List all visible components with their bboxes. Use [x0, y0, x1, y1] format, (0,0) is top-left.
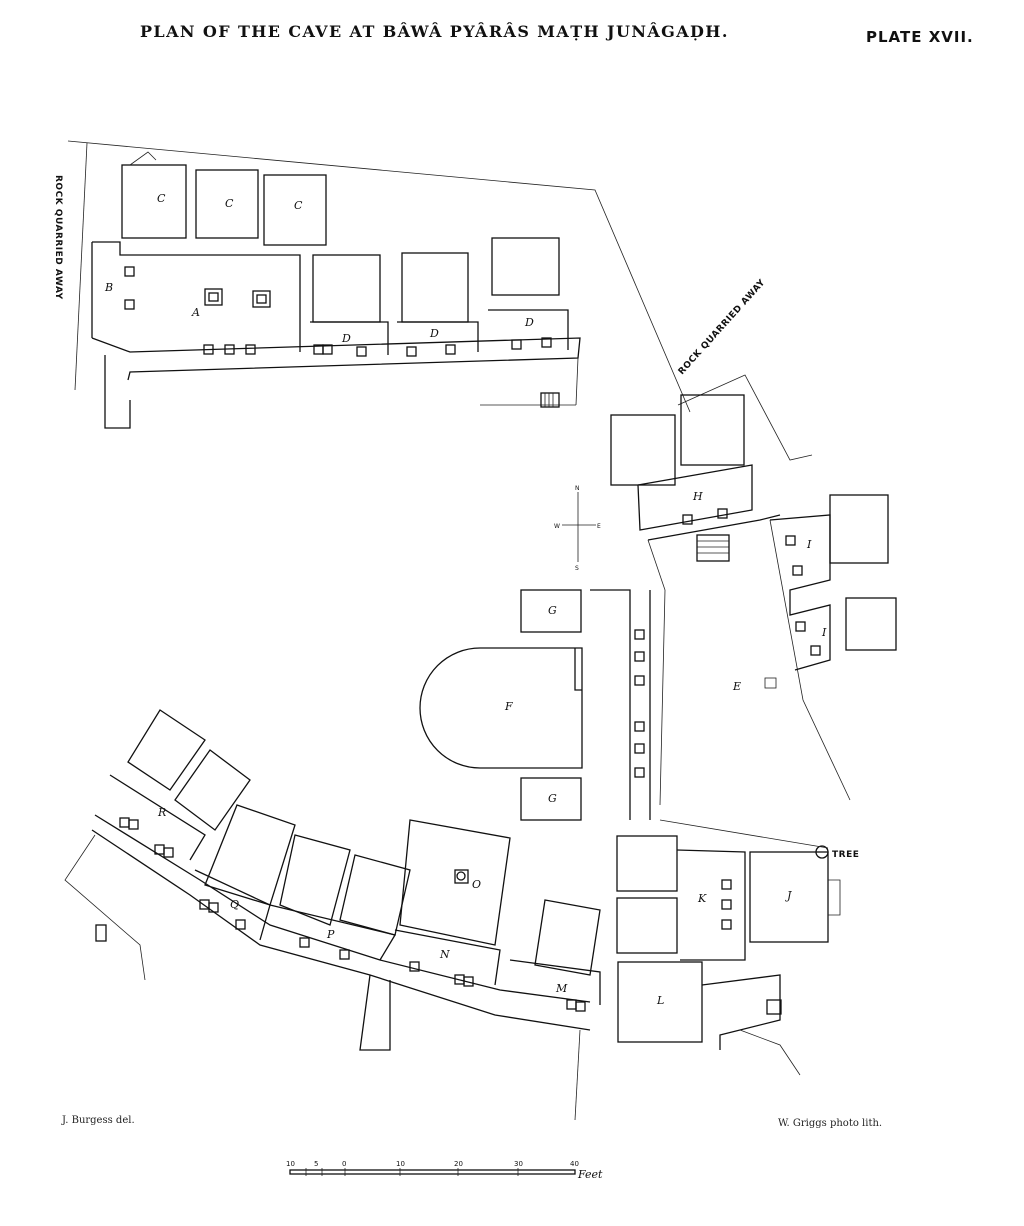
scale-tick-4: 10 [396, 1160, 405, 1168]
scale-tick-2: 5 [314, 1160, 318, 1168]
compass-s: S [575, 565, 579, 572]
chaitya-f [419, 589, 651, 821]
cells-c [121, 151, 327, 246]
label-k: K [697, 892, 707, 905]
credit-right: W. Griggs photo lith. [778, 1118, 883, 1129]
label-c2: C [225, 197, 234, 210]
label-i2: I [821, 626, 827, 639]
label-j: J [785, 889, 792, 902]
compass-n: N [575, 485, 580, 492]
compass-e: E [597, 523, 601, 530]
label-m: M [555, 982, 568, 995]
scale-unit: Feet [577, 1168, 603, 1181]
plate-title: PLAN OF THE CAVE AT BÂWÂ PYÂRÂS MAṬH JUN… [140, 22, 729, 41]
rock-quarried-note-right: ROCK QUARRIED AWAY [677, 278, 768, 377]
label-d2: D [429, 327, 439, 340]
hall-a [91, 241, 301, 355]
scale-bar: 10 5 0 10 20 30 40 Feet [286, 1160, 603, 1181]
label-q: Q [230, 898, 239, 911]
plate-number: PLATE XVII. [866, 28, 974, 46]
label-g1: G [548, 604, 557, 617]
label-c1: C [157, 192, 166, 205]
label-f: F [504, 700, 513, 713]
label-g2: G [548, 792, 557, 805]
compass-w: W [554, 523, 560, 530]
tree-label: TREE [832, 850, 859, 860]
label-d1: D [341, 332, 351, 345]
scale-tick-5: 20 [454, 1160, 463, 1168]
room-labels: C C C B A D D D H I I G G F E K J L M N … [104, 192, 827, 1007]
south-range [64, 709, 601, 1121]
label-o: O [472, 878, 481, 891]
label-n: N [439, 948, 450, 961]
label-r: R [157, 806, 166, 819]
compass-rose: N S E W [554, 485, 601, 572]
label-b: B [104, 281, 113, 294]
rock-quarried-note-left: ROCK QUARRIED AWAY [53, 175, 63, 300]
steps-upper [540, 392, 560, 408]
scale-tick-3: 0 [342, 1160, 346, 1168]
steps-h [696, 534, 730, 562]
upper-outline [67, 140, 691, 429]
label-l: L [656, 994, 664, 1007]
label-a: A [191, 306, 200, 319]
block-kjl [616, 819, 841, 1076]
credit-left: J. Burgess del. [62, 1115, 135, 1126]
label-d3: D [524, 316, 534, 329]
label-i1: I [806, 538, 812, 551]
scale-tick-6: 30 [514, 1160, 523, 1168]
label-c3: C [294, 199, 303, 212]
scale-tick-7: 40 [570, 1160, 579, 1168]
label-h: H [692, 490, 703, 503]
block-h [610, 374, 813, 562]
cells-d [310, 237, 569, 357]
label-p: P [326, 928, 335, 941]
scale-tick-1: 10 [286, 1160, 295, 1168]
label-e: E [732, 680, 741, 693]
courtyard-e [647, 494, 897, 806]
